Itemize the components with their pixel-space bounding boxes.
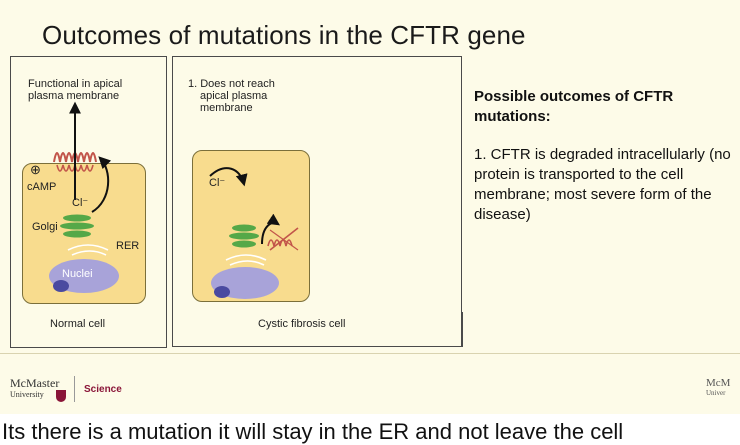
cf-cell-caption: Cystic fibrosis cell [258, 318, 346, 330]
cf-retention-arrow [261, 213, 280, 245]
footer-divider [0, 353, 740, 354]
normal-cell-heading: Functional in apical plasma membrane [28, 78, 122, 102]
golgi-stack-3 [63, 230, 91, 238]
mcmaster-logo: McMaster University [10, 376, 60, 400]
cf-heading-line-2: apical plasma [200, 90, 268, 102]
faculty-label: Science [84, 384, 122, 395]
outcomes-text-block: Possible outcomes of CFTR mutations: 1. … [474, 87, 740, 225]
nucleolus-cf [214, 286, 230, 298]
rer-label: RER [116, 240, 140, 252]
cf-heading-line-1: 1. Does not reach [188, 78, 275, 90]
cf-golgi-stack-1 [232, 224, 256, 232]
lecture-slide: Outcomes of mutations in the CFTR gene F… [0, 0, 740, 414]
outcome-item-1: 1. CFTR is degraded intracellularly (no … [474, 146, 731, 223]
cf-golgi-stack-2 [229, 232, 259, 240]
logo-right-sub: Univer [706, 389, 726, 397]
cell-diagram-drawing [49, 101, 299, 299]
rer-cf [225, 254, 267, 266]
logo-separator [74, 376, 75, 402]
slide-title: Outcomes of mutations in the CFTR gene [42, 20, 526, 50]
chloride-label-normal: Cl⁻ [72, 197, 89, 209]
normal-heading-line-1: Functional in apical [28, 78, 123, 90]
logo-name: McMaster [10, 376, 60, 390]
logo-right-name: McM [706, 377, 731, 389]
logo-sub: University [10, 390, 44, 399]
chloride-label-cf: Cl⁻ [209, 177, 226, 189]
video-subtitle: Its there is a mutation it will stay in … [2, 419, 624, 444]
nuclei-label: Nuclei [62, 268, 93, 280]
golgi-stack-1 [63, 214, 91, 222]
outcomes-heading: Possible outcomes of CFTR mutations: [474, 88, 674, 125]
golgi-label: Golgi [32, 221, 58, 233]
rer-normal [67, 244, 109, 256]
normal-cell-caption: Normal cell [50, 318, 106, 330]
camp-label: cAMP [27, 181, 57, 193]
nucleolus-normal [53, 280, 69, 292]
normal-heading-line-2: plasma membrane [28, 90, 120, 102]
vesicle-transport-arrow [91, 156, 112, 213]
cf-heading-line-3: membrane [200, 102, 253, 114]
panel-divider-bottom [172, 346, 463, 347]
degraded-cross-1 [269, 227, 299, 251]
university-crest-icon [56, 390, 66, 402]
degraded-cross-2 [269, 229, 299, 251]
positive-regulation-icon: ⊕ [30, 162, 41, 177]
golgi-stack-2 [60, 222, 94, 230]
chloride-blocked-arrow [209, 167, 248, 187]
cf-cell-heading: 1. Does not reach apical plasma membrane [188, 78, 275, 114]
mcmaster-logo-right: McM Univer [706, 378, 730, 398]
cf-golgi-stack-3 [232, 240, 256, 248]
cftr-protein-misfolded [267, 239, 293, 247]
panel-divider-right [462, 312, 463, 346]
